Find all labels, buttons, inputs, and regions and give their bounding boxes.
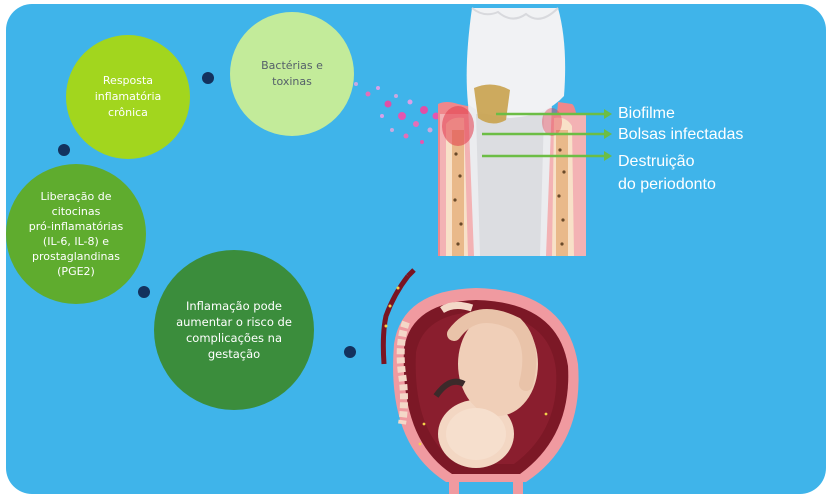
periodontal-destruction-label-2: do periodonto	[618, 175, 716, 195]
cytokine-release-circle: Liberação de citocinas pró-inflamatórias…	[6, 164, 146, 304]
chronic-response-text: Resposta inflamatória crônica	[95, 73, 162, 121]
bacteria-toxins-text: Bactérias e toxinas	[261, 58, 323, 90]
infected-pockets-label: Bolsas infectadas	[618, 125, 743, 145]
connector-dot	[202, 72, 214, 84]
cytokine-release-text: Liberação de citocinas pró-inflamatórias…	[29, 189, 123, 279]
connector-dot	[138, 286, 150, 298]
bacteria-particles	[354, 82, 451, 144]
connector-dot	[344, 346, 356, 358]
connector-dot	[58, 144, 70, 156]
pregnant-uterus-fetus-illustration	[383, 270, 578, 494]
periodontal-destruction-label-1: Destruição	[618, 152, 694, 172]
inflammation-risk-text: Inflamação pode aumentar o risco de comp…	[176, 298, 292, 362]
inflammation-risk-circle: Inflamação pode aumentar o risco de comp…	[154, 250, 314, 410]
biofilm-deposit	[474, 84, 510, 123]
bacteria-toxins-circle: Bactérias e toxinas	[230, 12, 354, 136]
biofilm-label: Biofilme	[618, 104, 675, 124]
chronic-response-circle: Resposta inflamatória crônica	[66, 35, 190, 159]
infographic-panel: Bactérias e toxinas Resposta inflamatóri…	[6, 4, 826, 494]
